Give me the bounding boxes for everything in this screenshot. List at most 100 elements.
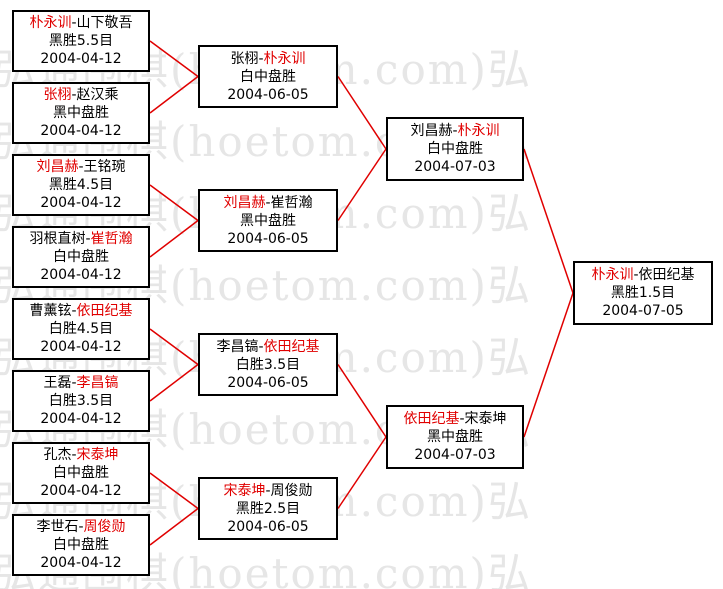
match-players: 孔杰-宋泰坤 bbox=[14, 446, 148, 464]
player-name: 周俊勋 bbox=[270, 482, 313, 499]
match-date: 2004-04-12 bbox=[40, 483, 122, 499]
player-separator: - bbox=[459, 411, 465, 427]
player-separator: - bbox=[258, 338, 264, 355]
match-date: 2004-04-12 bbox=[40, 339, 122, 355]
match-players: 依田纪基-宋泰坤 bbox=[388, 410, 522, 428]
player-name: 李世石 bbox=[36, 519, 79, 535]
player-separator: - bbox=[71, 447, 77, 463]
match-date: 2004-04-12 bbox=[40, 51, 122, 67]
player-name: 山下敬吾 bbox=[76, 15, 133, 31]
winner-name: 刘昌赫 bbox=[223, 194, 266, 211]
match-result: 黑中盘胜 bbox=[53, 105, 109, 121]
player-name: 王铭琬 bbox=[83, 159, 126, 175]
match-date: 2004-07-03 bbox=[414, 159, 496, 175]
match-players: 朴永训-山下敬吾 bbox=[14, 14, 148, 32]
winner-name: 朴永训 bbox=[591, 267, 634, 283]
match-date: 2004-04-12 bbox=[40, 123, 122, 139]
player-name: 李昌镐 bbox=[216, 338, 259, 355]
bracket-connector bbox=[149, 507, 199, 546]
winner-name: 朴永训 bbox=[263, 50, 306, 67]
player-name: 王磊 bbox=[43, 375, 72, 391]
player-name: 羽根直树 bbox=[29, 231, 86, 247]
winner-name: 刘昌赫 bbox=[36, 159, 79, 175]
bracket-connector bbox=[149, 219, 199, 258]
player-name: 依田纪基 bbox=[638, 267, 695, 283]
match-result: 黑胜5.5目 bbox=[48, 33, 114, 49]
match-players: 刘昌赫-崔哲瀚 bbox=[200, 194, 336, 212]
bracket-connector bbox=[523, 292, 574, 438]
bracket-connector bbox=[149, 472, 199, 510]
player-name: 张栩 bbox=[230, 50, 259, 67]
player-separator: - bbox=[265, 194, 271, 211]
player-name: 赵汉乘 bbox=[76, 87, 119, 103]
winner-name: 崔哲瀚 bbox=[90, 231, 133, 247]
match-players: 刘昌赫-王铭琬 bbox=[14, 158, 148, 176]
match-date: 2004-06-05 bbox=[227, 518, 309, 535]
match-date: 2004-04-12 bbox=[40, 555, 122, 571]
player-name: 刘昌赫 bbox=[410, 123, 453, 139]
winner-name: 依田纪基 bbox=[403, 411, 460, 427]
player-separator: - bbox=[71, 15, 77, 31]
match-players: 李世石-周俊勋 bbox=[14, 518, 148, 536]
match-box: 依田纪基-宋泰坤黑中盘胜 2004-07-03 bbox=[386, 405, 524, 469]
match-players: 刘昌赫-朴永训 bbox=[388, 122, 522, 140]
bracket-connector bbox=[337, 148, 387, 221]
match-result: 白中盘胜 bbox=[53, 465, 109, 481]
winner-name: 依田纪基 bbox=[76, 303, 133, 319]
match-date: 2004-07-05 bbox=[602, 303, 684, 319]
winner-name: 朴永训 bbox=[29, 15, 72, 31]
player-separator: - bbox=[258, 50, 264, 67]
winner-name: 朴永训 bbox=[457, 123, 500, 139]
bracket-connector bbox=[337, 76, 387, 150]
match-date: 2004-04-12 bbox=[40, 267, 122, 283]
match-result: 黑中盘胜 bbox=[427, 429, 483, 445]
player-separator: - bbox=[71, 87, 77, 103]
match-players: 宋泰坤-周俊勋 bbox=[200, 482, 336, 500]
bracket-connector bbox=[337, 436, 387, 509]
player-separator: - bbox=[78, 159, 84, 175]
winner-name: 宋泰坤 bbox=[223, 482, 266, 499]
match-result: 白中盘胜 bbox=[240, 68, 296, 85]
match-players: 张栩-朴永训 bbox=[200, 50, 336, 68]
winner-name: 李昌镐 bbox=[76, 375, 119, 391]
winner-name: 周俊勋 bbox=[83, 519, 126, 535]
player-separator: - bbox=[633, 267, 639, 283]
match-players: 朴永训-依田纪基 bbox=[575, 266, 711, 284]
winner-name: 张栩 bbox=[43, 87, 72, 103]
bracket-connector bbox=[149, 75, 199, 114]
player-separator: - bbox=[71, 303, 77, 319]
match-result: 黑中盘胜 bbox=[240, 212, 296, 229]
bracket-connector bbox=[149, 328, 199, 366]
player-separator: - bbox=[452, 123, 458, 139]
match-date: 2004-06-05 bbox=[227, 230, 309, 247]
match-box: 孔杰-宋泰坤白中盘胜 2004-04-12 bbox=[12, 442, 150, 504]
match-date: 2004-06-05 bbox=[227, 86, 309, 103]
match-date: 2004-04-12 bbox=[40, 195, 122, 211]
match-players: 曹薰铉-依田纪基 bbox=[14, 302, 148, 320]
match-date: 2004-06-05 bbox=[227, 374, 309, 391]
player-separator: - bbox=[78, 519, 84, 535]
bracket-connector bbox=[149, 363, 199, 402]
player-name: 曹薰铉 bbox=[29, 303, 72, 319]
match-players: 张栩-赵汉乘 bbox=[14, 86, 148, 104]
match-result: 白胜3.5目 bbox=[235, 356, 301, 373]
player-separator: - bbox=[85, 231, 91, 247]
match-date: 2004-07-03 bbox=[414, 447, 496, 463]
winner-name: 宋泰坤 bbox=[76, 447, 119, 463]
match-result: 黑胜4.5目 bbox=[48, 177, 114, 193]
